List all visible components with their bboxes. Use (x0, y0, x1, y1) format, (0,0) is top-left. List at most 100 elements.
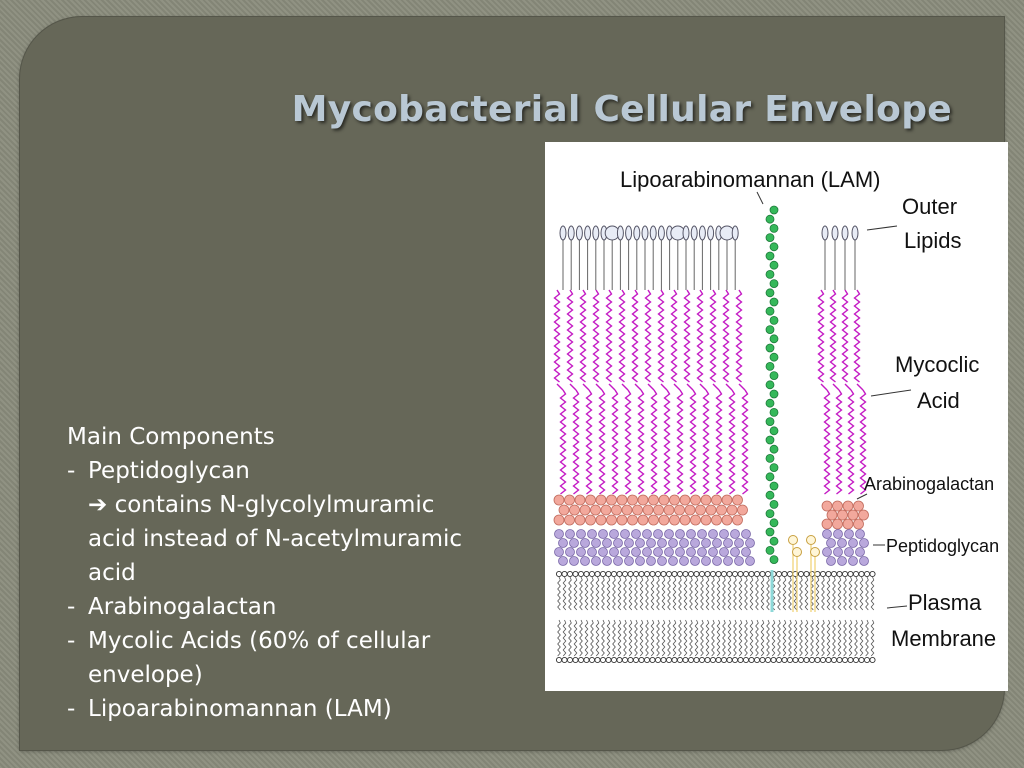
membrane-head-bottom (577, 656, 585, 664)
membrane-head-bottom (830, 656, 838, 664)
membrane-head-bottom (792, 656, 799, 664)
membrane-tail-top (612, 576, 616, 611)
mycolic-acid-chain-upper (709, 289, 717, 383)
membrane-tail-bottom (810, 619, 814, 657)
lam-bead (765, 214, 775, 224)
outer-lipid-head (831, 225, 839, 241)
mycolic-acid-chain-upper (696, 289, 704, 383)
peptidoglycan-bead (745, 538, 755, 548)
arabinogalactan-bead (853, 518, 864, 530)
membrane-tail-bottom (826, 619, 831, 657)
peptidoglycan-bead (859, 538, 869, 548)
mycolic-acid-link (686, 383, 694, 391)
mycolic-acid-link (660, 383, 668, 391)
membrane-head-top (682, 570, 689, 578)
membrane-tail-top (744, 576, 748, 611)
membrane-head-top (709, 570, 717, 578)
membrane-head-top (814, 570, 821, 578)
mycolic-leader-line (870, 389, 912, 397)
mycolic-acid-link (856, 383, 864, 391)
lam-bead (769, 444, 779, 454)
membrane-head-bottom (803, 656, 810, 664)
peptidoglycan-note-line-2: acid instead of N-acetylmuramic (88, 526, 463, 552)
peptidoglycan-bead (708, 547, 718, 557)
outer-lipid-head (821, 225, 829, 241)
peptidoglycan-bead (558, 556, 568, 566)
membrane-head-bottom (616, 656, 623, 664)
arabinogalactan-bead (658, 514, 670, 526)
peptidoglycan-bead (591, 556, 601, 566)
membrane-tail-bottom (683, 619, 688, 657)
lam-bead (765, 453, 775, 463)
arabinogalactan-label: Arabinogalactan (864, 474, 994, 494)
peptidoglycan-bead (613, 538, 623, 548)
peptidoglycan-layer (554, 529, 869, 566)
membrane-head-bottom (742, 656, 750, 664)
membrane-tail-top (716, 576, 721, 611)
mycolic-acid-link (647, 383, 655, 391)
membrane-tail-bottom (870, 619, 875, 657)
lam-bead (769, 555, 779, 565)
membrane-head-top (720, 570, 728, 578)
membrane-tail-top (865, 576, 869, 611)
membrane-head-top (665, 570, 673, 578)
yellow-lipid-head (810, 547, 820, 557)
membrane-tail-bottom (760, 619, 765, 657)
arabinogalactan-bead (642, 504, 654, 516)
membrane-head-bottom (687, 656, 695, 664)
outer-lipid-head (616, 225, 624, 241)
mycolic-acid-link (844, 383, 852, 391)
arabinogalactan-bead (606, 514, 617, 526)
arabinogalactan-bead (847, 509, 859, 521)
peptidoglycan-bead (664, 547, 674, 557)
membrane-head-bottom (682, 656, 689, 664)
peptidoglycan-bead (620, 529, 630, 539)
membrane-head-bottom (704, 656, 711, 664)
membrane-head-bottom (797, 656, 805, 664)
membrane-head-top (555, 570, 563, 578)
membrane-tail-bottom (606, 619, 611, 657)
peptidoglycan-bead (653, 529, 663, 539)
membrane-head-top (566, 570, 574, 578)
arabinogalactan-bead (821, 518, 833, 530)
mycolic-acid-chain-lower (741, 389, 749, 495)
arabinogalactan-bead (616, 514, 628, 526)
membrane-head-top (605, 570, 612, 578)
peptidoglycan-bead (631, 547, 641, 557)
plasma-label-1: Plasma (908, 590, 982, 615)
membrane-tail-bottom (722, 619, 726, 657)
arabinogalactan-bead (611, 504, 622, 516)
outer-lipid-head (698, 225, 706, 241)
mycolic-acid-link (699, 383, 707, 391)
membrane-tail-top (793, 576, 798, 611)
peptidoglycan-bead (708, 529, 718, 539)
peptidoglycan-bead (826, 556, 836, 566)
membrane-head-bottom (863, 656, 871, 664)
arabinogalactan-bead (553, 494, 565, 506)
peptidoglycan-bead (734, 556, 744, 566)
membrane-head-top (781, 570, 788, 578)
lam-bead (769, 371, 779, 381)
lam-bead (769, 536, 779, 546)
membrane-tail-bottom (623, 619, 627, 657)
membrane-head-bottom (731, 656, 739, 664)
mycolic-acid-chain-lower (572, 389, 580, 495)
membrane-tail-top (815, 576, 820, 611)
mycolic-acid-chain-lower (702, 389, 710, 495)
arabinogalactan-bead (821, 500, 833, 512)
membrane-head-bottom (621, 656, 629, 664)
arabinogalactan-bead (679, 494, 691, 506)
lam-bead (769, 518, 779, 528)
outer-lipid-head (641, 225, 649, 241)
list-item-label: Peptidoglycan (88, 458, 250, 484)
membrane-head-bottom (858, 656, 865, 664)
membrane-head-bottom (814, 656, 821, 664)
mycolic-acid-layer (553, 289, 867, 495)
lam-bead (769, 297, 779, 307)
arabinogalactan-bead (842, 500, 854, 512)
peptidoglycan-bead (565, 529, 575, 539)
membrane-head-bottom (836, 656, 843, 664)
mycolic-acid-chain-lower (624, 389, 632, 495)
peptidoglycan-note-line-1: ➔ contains N-glycolylmuramic (67, 488, 557, 522)
arabinogalactan-bead (648, 494, 659, 506)
